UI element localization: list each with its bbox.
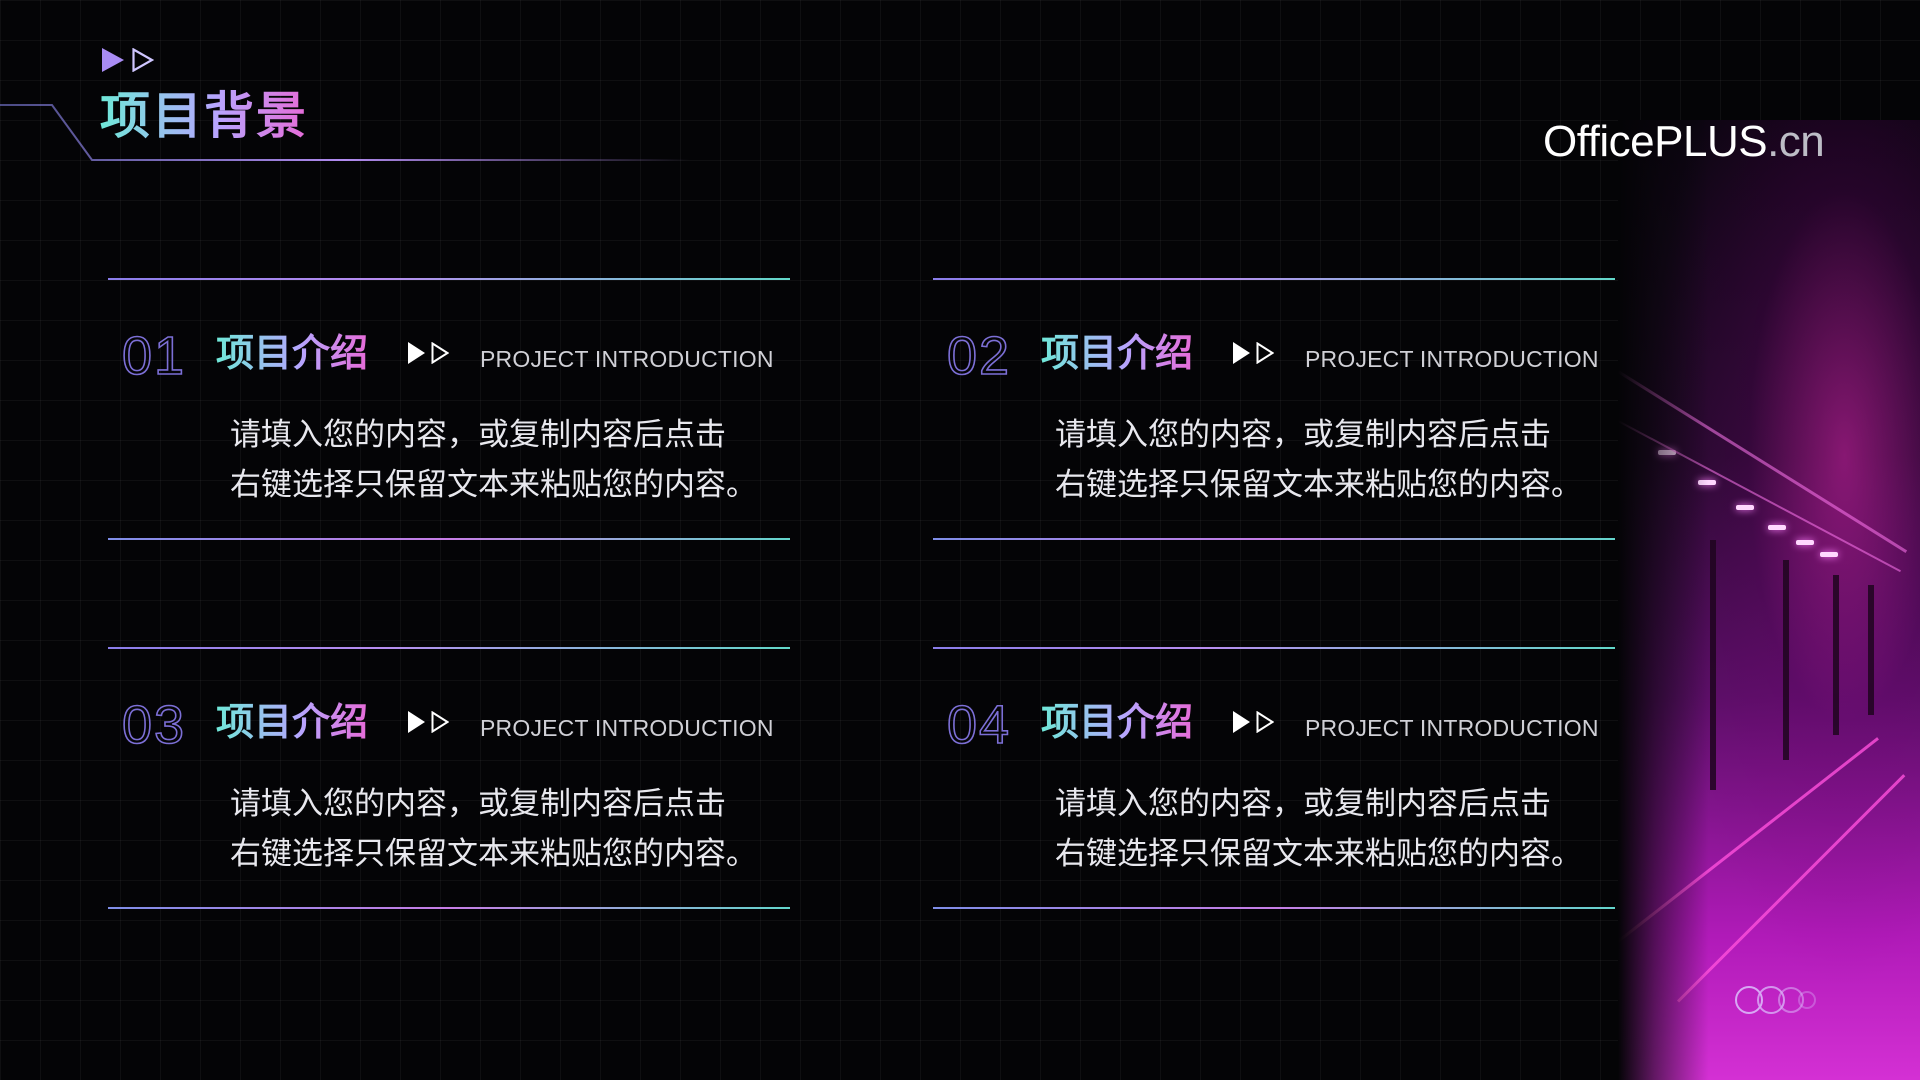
item-body: 请填入您的内容，或复制内容后点击 右键选择只保留文本来粘贴您的内容。 [1055, 410, 1615, 510]
divider-bottom [108, 538, 790, 540]
body-line: 请填入您的内容，或复制内容后点击 [1055, 417, 1551, 453]
item-number: 03 [121, 694, 187, 756]
item-title: 项目介绍 [216, 328, 368, 378]
item-number: 01 [121, 325, 187, 387]
item-body: 请填入您的内容，或复制内容后点击 右键选择只保留文本来粘贴您的内容。 [1055, 779, 1615, 879]
item-subtitle: PROJECT INTRODUCTION [1305, 715, 1599, 741]
divider-top [108, 278, 790, 280]
body-line: 右键选择只保留文本来粘贴您的内容。 [230, 836, 757, 872]
brand-logo: OfficePLUS.cn [1543, 116, 1825, 168]
body-line: 右键选择只保留文本来粘贴您的内容。 [1055, 836, 1582, 872]
play-arrows-icon [408, 342, 449, 364]
play-arrows-icon [408, 711, 449, 733]
divider-bottom [933, 907, 1615, 909]
body-line: 请填入您的内容，或复制内容后点击 [1055, 786, 1551, 822]
item-title: 项目介绍 [216, 697, 368, 747]
item-number: 04 [946, 694, 1012, 756]
brand-name: OfficePLUS [1543, 117, 1768, 166]
divider-top [108, 647, 790, 649]
brand-suffix: .cn [1767, 117, 1825, 166]
divider-bottom [108, 907, 790, 909]
play-arrows-icon [102, 48, 154, 72]
divider-top [933, 278, 1615, 280]
rings-icon [1735, 986, 1816, 1014]
intro-item-2: 02 项目介绍 PROJECT INTRODUCTION 请填入您的内容，或复制… [933, 278, 1615, 540]
body-line: 请填入您的内容，或复制内容后点击 [230, 417, 726, 453]
play-arrows-icon [1233, 711, 1274, 733]
item-body: 请填入您的内容，或复制内容后点击 右键选择只保留文本来粘贴您的内容。 [230, 410, 790, 510]
item-title: 项目介绍 [1041, 697, 1193, 747]
item-subtitle: PROJECT INTRODUCTION [480, 346, 774, 372]
intro-item-1: 01 项目介绍 PROJECT INTRODUCTION 请填入您的内容，或复制… [108, 278, 790, 540]
item-subtitle: PROJECT INTRODUCTION [1305, 346, 1599, 372]
divider-bottom [933, 538, 1615, 540]
header-decor-line [0, 104, 690, 161]
item-subtitle: PROJECT INTRODUCTION [480, 715, 774, 741]
item-number: 02 [946, 325, 1012, 387]
divider-top [933, 647, 1615, 649]
body-line: 请填入您的内容，或复制内容后点击 [230, 786, 726, 822]
body-line: 右键选择只保留文本来粘贴您的内容。 [1055, 467, 1582, 503]
intro-item-3: 03 项目介绍 PROJECT INTRODUCTION 请填入您的内容，或复制… [108, 647, 790, 909]
play-arrows-icon [1233, 342, 1274, 364]
page-title: 项目背景 [100, 87, 308, 145]
intro-item-4: 04 项目介绍 PROJECT INTRODUCTION 请填入您的内容，或复制… [933, 647, 1615, 909]
item-body: 请填入您的内容，或复制内容后点击 右键选择只保留文本来粘贴您的内容。 [230, 779, 790, 879]
neon-station-photo [1618, 120, 1920, 1080]
body-line: 右键选择只保留文本来粘贴您的内容。 [230, 467, 757, 503]
item-title: 项目介绍 [1041, 328, 1193, 378]
